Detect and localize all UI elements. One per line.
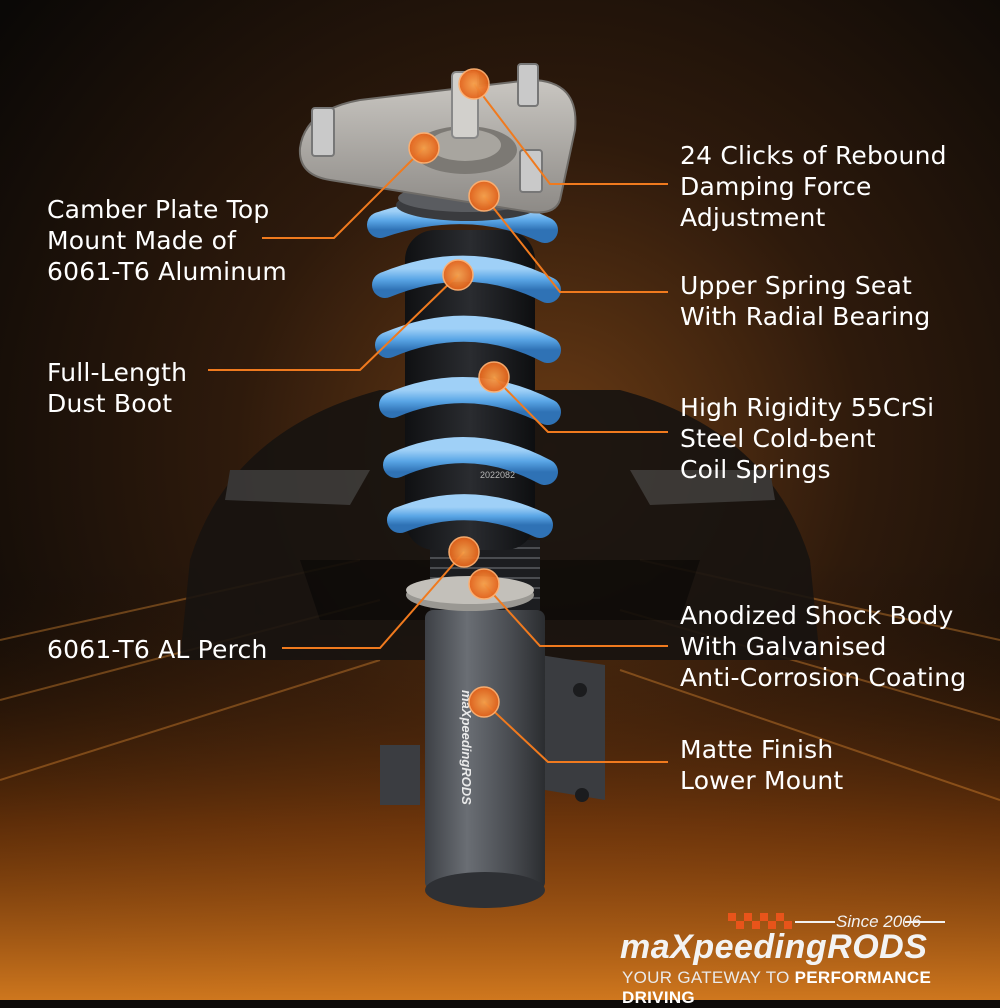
tagline-prefix: YOUR GATEWAY TO [622, 968, 795, 987]
leader-shock-body [483, 583, 668, 647]
callout-perch: 6061-T6 AL Perch [47, 635, 268, 664]
leader-rebound [473, 83, 668, 185]
dot-dust-boot [442, 259, 474, 291]
leader-perch [282, 551, 465, 649]
shock-body [425, 610, 545, 890]
brand-tagline: YOUR GATEWAY TO PERFORMANCE DRIVING [622, 968, 1000, 1008]
leader-lines [208, 83, 668, 763]
dot-lower-mount [468, 686, 500, 718]
callout-camber-plate: Camber Plate Top Mount Made of 6061-T6 A… [47, 195, 287, 286]
shock-body-logo: maXpeedingRODS [459, 690, 474, 805]
leader-camber [262, 147, 425, 239]
dot-perch [448, 536, 480, 568]
shock-body-code: 2022082 [480, 470, 515, 480]
dot-rebound [458, 68, 490, 100]
leader-springs [493, 376, 668, 433]
callout-upper-spring-seat: Upper Spring Seat With Radial Bearing [680, 271, 931, 331]
mount-studs [311, 63, 543, 193]
callout-lower-mount: Matte Finish Lower Mount [680, 735, 844, 795]
callout-dots [408, 68, 510, 718]
leader-dust-boot [208, 274, 459, 371]
leader-lower-mount [483, 701, 668, 763]
callout-coil-springs: High Rigidity 55CrSi Steel Cold-bent Coi… [680, 393, 935, 484]
brand-logo: maXpeedingRODS [620, 928, 928, 966]
callout-shock-body: Anodized Shock Body With Galvanised Anti… [680, 601, 967, 692]
lower-mount-bracket [380, 745, 420, 805]
dot-camber [408, 132, 440, 164]
leader-spring-seat [483, 195, 668, 293]
brand-since: Since 2006 [836, 912, 922, 931]
dot-springs [478, 361, 510, 393]
callout-dust-boot: Full-Length Dust Boot [47, 358, 188, 418]
callout-rebound-damping: 24 Clicks of Rebound Damping Force Adjus… [680, 141, 947, 232]
coil-spring [367, 198, 561, 538]
checker-flag-icon [728, 913, 792, 929]
dot-shock-body [468, 568, 500, 600]
dot-spring-seat [468, 180, 500, 212]
